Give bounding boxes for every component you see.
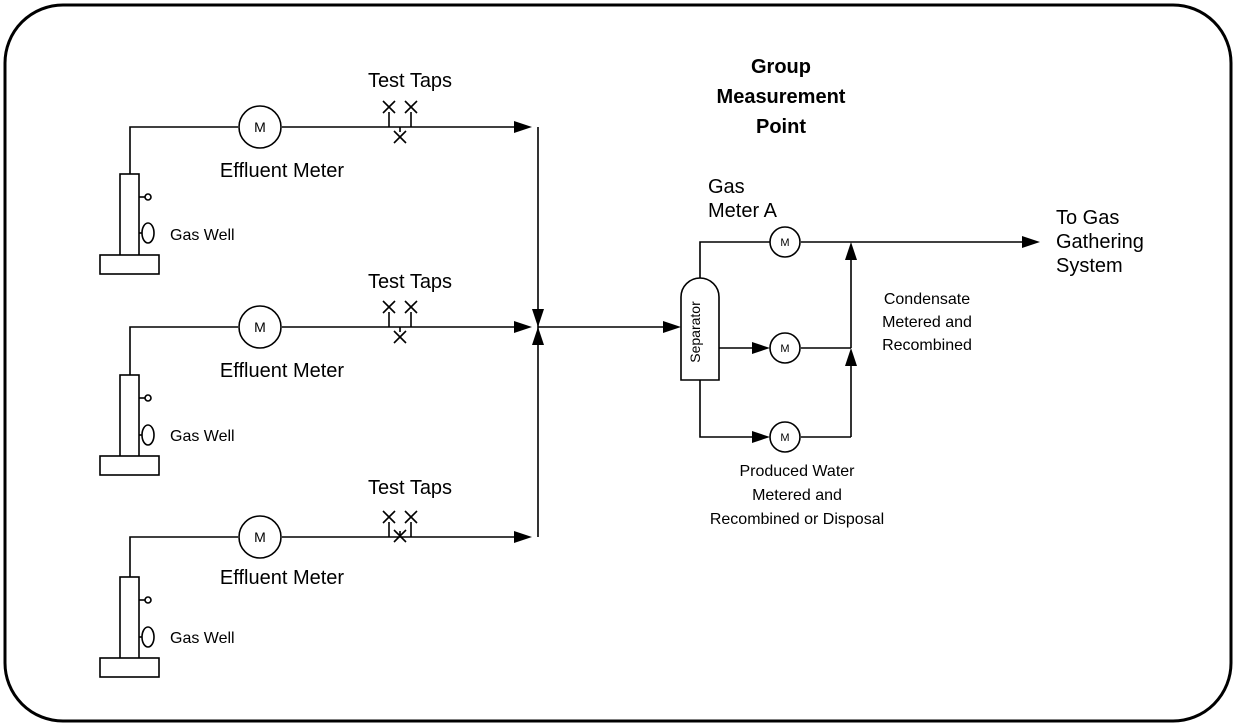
gas-well-icon xyxy=(99,374,160,476)
condensate-line-2: Metered and xyxy=(882,314,972,331)
meter-symbol: M xyxy=(780,432,789,444)
well-line-1: M Test Taps Effluent Meter Gas Well xyxy=(99,70,532,275)
title-line-2: Measurement xyxy=(717,86,846,108)
test-taps-label: Test Taps xyxy=(368,271,452,293)
destination-label: To Gas Gathering System xyxy=(1056,207,1144,277)
separator-vessel: Separator xyxy=(680,277,720,381)
destination-line-2: Gathering xyxy=(1056,231,1144,253)
gas-well-label: Gas Well xyxy=(170,428,235,445)
gas-meter-label-line-2: Meter A xyxy=(708,200,778,222)
destination-line-3: System xyxy=(1056,255,1123,277)
condensate-line-1: Condensate xyxy=(884,291,970,308)
title-line-1: Group xyxy=(751,56,811,78)
condensate-line-3: Recombined xyxy=(882,337,972,354)
effluent-meter-icon xyxy=(238,105,282,149)
water-line-2: Metered and xyxy=(752,487,842,504)
effluent-meter-label: Effluent Meter xyxy=(220,160,344,182)
test-taps-icon xyxy=(382,510,418,543)
meter-symbol: M xyxy=(254,119,266,135)
meter-symbol: M xyxy=(780,237,789,249)
produced-water-line: M xyxy=(699,348,857,453)
water-line-1: Produced Water xyxy=(739,463,855,480)
diagram-frame xyxy=(3,3,1233,723)
effluent-meter-icon xyxy=(238,305,282,349)
manifold-header xyxy=(532,127,681,537)
meter-symbol: M xyxy=(254,529,266,545)
effluent-meter-label: Effluent Meter xyxy=(220,360,344,382)
effluent-meter-label: Effluent Meter xyxy=(220,567,344,589)
condensate-meter-icon xyxy=(769,332,801,364)
water-line-3: Recombined or Disposal xyxy=(710,511,884,528)
produced-water-label: Produced Water Metered and Recombined or… xyxy=(710,463,884,528)
title-line-3: Point xyxy=(756,116,806,138)
water-meter-icon xyxy=(769,421,801,453)
meter-symbol: M xyxy=(254,319,266,335)
effluent-meter-icon xyxy=(238,515,282,559)
gas-meter-a-label: Gas Meter A xyxy=(708,176,778,222)
gas-well-label: Gas Well xyxy=(170,630,235,647)
test-taps-icon xyxy=(382,100,418,144)
gas-outlet-line: M xyxy=(699,226,1040,278)
condensate-line: M xyxy=(719,242,857,364)
group-measurement-point-title: Group Measurement Point xyxy=(717,56,846,138)
meter-symbol: M xyxy=(780,343,789,355)
well-line-2: M Test Taps Effluent Meter Gas Well xyxy=(99,271,532,476)
well-line-3: M Test Taps Effluent Meter Gas Well xyxy=(99,477,532,678)
test-taps-label: Test Taps xyxy=(368,70,452,92)
gas-meter-a-icon xyxy=(769,226,801,258)
gas-meter-label-line-1: Gas xyxy=(708,176,745,198)
separator-label: Separator xyxy=(687,301,703,363)
test-taps-label: Test Taps xyxy=(368,477,452,499)
gas-well-icon xyxy=(99,173,160,275)
test-taps-icon xyxy=(382,300,418,344)
gas-well-icon xyxy=(99,576,160,678)
condensate-label: Condensate Metered and Recombined xyxy=(882,291,972,354)
destination-line-1: To Gas xyxy=(1056,207,1119,229)
gas-well-label: Gas Well xyxy=(170,227,235,244)
